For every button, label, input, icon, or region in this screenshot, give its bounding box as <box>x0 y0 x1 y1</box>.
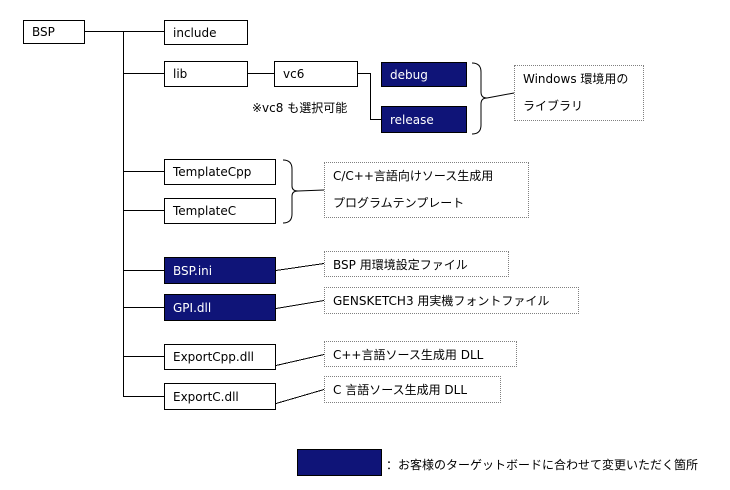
node-lib[interactable]: lib <box>164 61 248 87</box>
note-export-c-dll: C 言語ソース生成用 DLL <box>324 376 501 403</box>
note-template-line2: プログラムテンプレート <box>333 196 465 210</box>
note-bsp-ini: BSP 用環境設定ファイル <box>324 251 509 277</box>
node-debug[interactable]: debug <box>381 62 467 87</box>
note-template-line1: C/C++言語向けソース生成用 <box>333 169 494 183</box>
note-windows-library-line1: Windows 環境用の <box>523 72 629 86</box>
node-release[interactable]: release <box>381 106 467 133</box>
node-bsp[interactable]: BSP <box>23 20 85 44</box>
note-export-cpp-dll: C++言語ソース生成用 DLL <box>324 341 517 367</box>
legend-text: ：お客様のターゲットボードに合わせて変更いただく箇所 <box>386 458 699 472</box>
node-bsp-ini[interactable]: BSP.ini <box>164 257 276 284</box>
node-export-cpp-dll[interactable]: ExportCpp.dll <box>164 344 276 370</box>
node-include[interactable]: include <box>164 20 248 45</box>
note-template: C/C++言語向けソース生成用 プログラムテンプレート <box>324 162 529 218</box>
vc8-note: ※vc8 も選択可能 <box>252 101 348 115</box>
note-windows-library-line2: ライブラリ <box>523 99 584 113</box>
node-export-c-dll[interactable]: ExportC.dll <box>164 383 276 410</box>
note-windows-library: Windows 環境用の ライブラリ <box>514 65 644 121</box>
node-template-cpp[interactable]: TemplateCpp <box>164 159 276 185</box>
legend-swatch <box>297 449 382 476</box>
node-template-c[interactable]: TemplateC <box>164 198 276 224</box>
node-gpi-dll[interactable]: GPI.dll <box>164 294 276 321</box>
note-gpi-dll: GENSKETCH3 用実機フォントファイル <box>324 287 579 314</box>
node-vc6[interactable]: vc6 <box>274 61 358 87</box>
